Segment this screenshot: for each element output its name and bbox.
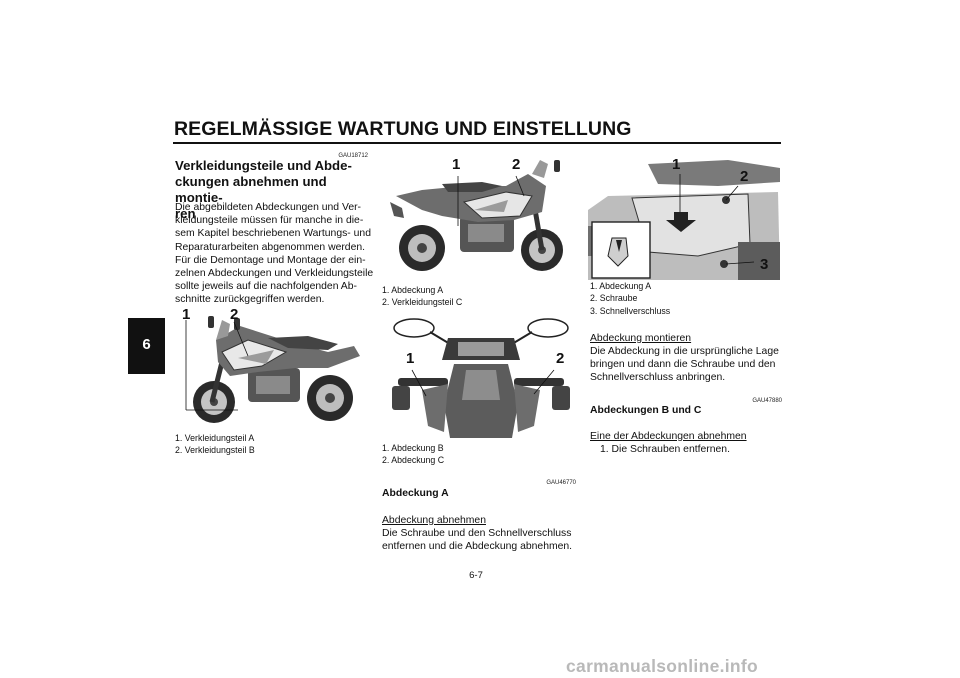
figure-callout: 1 (406, 350, 415, 367)
figure-caption: 1. Abdeckung A 2. Verkleidungsteil C (382, 284, 462, 309)
paragraph-line: Für die Demontage und Montage der ein- (175, 254, 366, 266)
figure-callout: 2 (512, 156, 521, 173)
paragraph-line: kleidungsteile müssen für manche in die- (175, 215, 364, 227)
figure-callout: 1 (452, 156, 461, 173)
figure-callout: 3 (760, 256, 769, 273)
section-heading-line: ckungen abnehmen und montie- (175, 174, 327, 205)
motorcycle-right-illustration: 1 2 (382, 156, 574, 280)
header-rule (173, 142, 781, 144)
procedure-heading: Abdeckung abnehmen (382, 515, 486, 526)
side-cover-illustration: 1 2 3 (588, 156, 780, 280)
figure-callout: 2 (230, 306, 239, 323)
caption-item: 1. Abdeckung A (382, 285, 444, 295)
reference-code: GAU46770 (546, 480, 576, 486)
procedure-paragraph: Die Schraube und den Schnellverschluss e… (382, 527, 582, 553)
page-number: 6-7 (469, 570, 483, 581)
chapter-tab: 6 (128, 318, 165, 374)
procedure-step: 1. Die Schrauben entfernen. (600, 444, 730, 455)
caption-item: 3. Schnellverschluss (590, 305, 671, 316)
motorcycle-left-illustration: 1 2 (178, 306, 368, 428)
caption-item: 2. Schraube (590, 293, 638, 304)
procedure-heading: Eine der Abdeckungen abnehmen (590, 431, 747, 442)
paragraph-line: zelnen Abdeckungen und Verkleidungsteile (175, 268, 374, 280)
figure-callout: 1 (182, 306, 191, 323)
chapter-number: 6 (142, 336, 151, 353)
page-header-title: REGELMÄSSIGE WARTUNG UND EINSTELLUNG (174, 118, 632, 140)
caption-item: 1. Verkleidungsteil A (175, 433, 255, 443)
paragraph-line: schnitte zurückgegriffen werden. (175, 294, 325, 306)
figure-callout: 2 (740, 168, 749, 185)
figure-callout: 2 (556, 350, 565, 367)
caption-item: 2. Verkleidungsteil B (175, 445, 255, 456)
intro-paragraph: Die abgebildeten Abdeckungen und Ver- kl… (175, 201, 375, 307)
reference-code: GAU18712 (338, 153, 368, 159)
paragraph-line: Die Abdeckung in die ursprüngliche Lage (590, 346, 779, 357)
section-heading-line: Verkleidungsteile und Abde- (175, 158, 352, 173)
paragraph-line: Reparaturarbeiten abgenommen werden. (175, 241, 366, 253)
procedure-paragraph: Die Abdeckung in die ursprüngliche Lage … (590, 345, 790, 385)
section-heading-line: ren (175, 206, 196, 221)
subsection-title: Abdeckungen B und C (590, 405, 702, 416)
paragraph-line: sem Kapitel beschriebenen Wartungs- und (175, 228, 371, 240)
figure-caption: 1. Verkleidungsteil A 2. Verkleidungstei… (175, 432, 255, 457)
paragraph-line: Die Schraube und den Schnellverschluss (382, 528, 572, 539)
paragraph-line: Schnellverschluss anbringen. (590, 372, 726, 384)
caption-item: 2. Verkleidungsteil C (382, 297, 463, 308)
figure-caption: 1. Abdeckung A 2. Schraube 3. Schnellver… (590, 280, 670, 317)
paragraph-line: bringen und dann die Schraube und den (590, 359, 776, 371)
paragraph-line: entfernen und die Abdeckung abnehmen. (382, 541, 573, 553)
procedure-heading: Abdeckung montieren (590, 333, 692, 344)
reference-code: GAU47880 (752, 398, 782, 404)
caption-item: 1. Abdeckung B (382, 443, 444, 453)
cockpit-illustration: 1 2 (382, 314, 574, 438)
caption-item: 1. Abdeckung A (590, 281, 652, 291)
subsection-title: Abdeckung A (382, 488, 449, 499)
paragraph-line: Die abgebildeten Abdeckungen und Ver- (175, 202, 362, 213)
caption-item: 2. Abdeckung C (382, 455, 445, 466)
figure-callout: 1 (672, 156, 681, 173)
figure-caption: 1. Abdeckung B 2. Abdeckung C (382, 442, 444, 467)
watermark: carmanualsonline.info (566, 656, 759, 676)
paragraph-line: sollte jeweils auf die nachfolgenden Ab- (175, 281, 357, 293)
section-heading: Verkleidungsteile und Abde- ckungen abne… (175, 158, 375, 222)
